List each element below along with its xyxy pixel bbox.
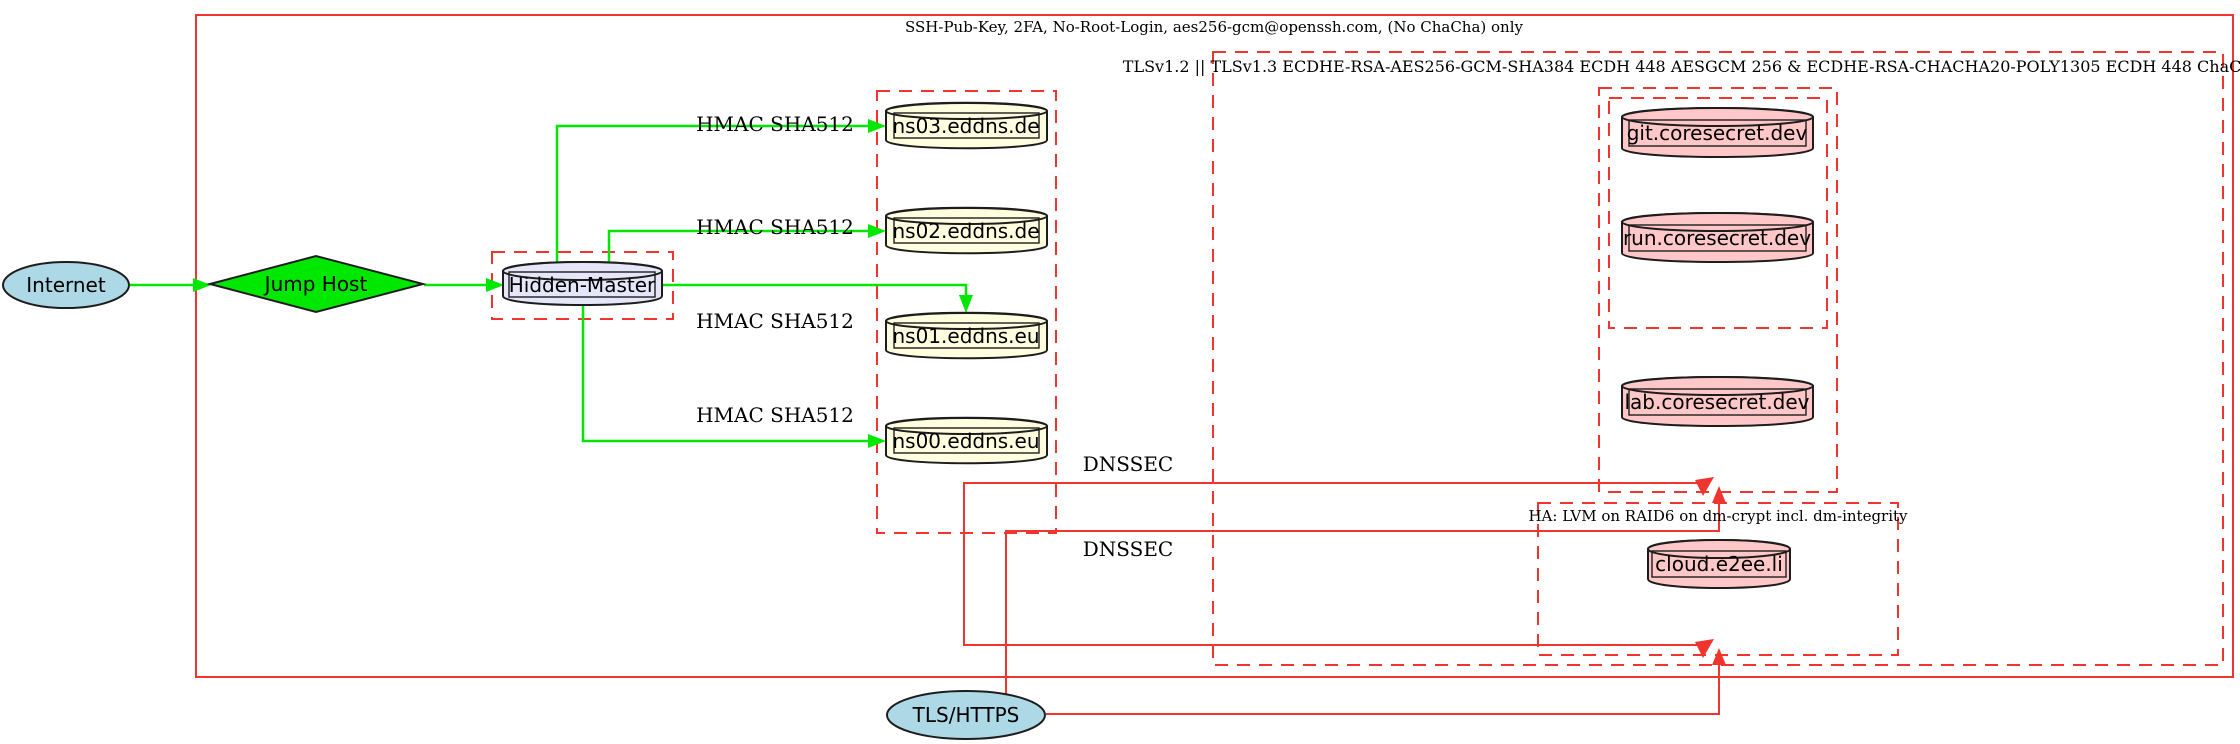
cluster-ha-label: HA: LVM on RAID6 on dm-crypt incl. dm-in… bbox=[1528, 507, 1908, 525]
edge-hm-ns02 bbox=[607, 229, 869, 262]
hidden-master-cylinder-top bbox=[502, 261, 663, 281]
ns00-label-box bbox=[893, 427, 1040, 454]
arrowhead-hiddenmaster bbox=[486, 278, 504, 292]
arrowhead-tls-coresecret bbox=[1712, 486, 1726, 503]
edge-label-dnssec-2: DNSSEC bbox=[1083, 537, 1174, 561]
tls-https-ellipse bbox=[886, 690, 1046, 740]
edge-hm-ns03 bbox=[555, 124, 869, 262]
node-tls-https: TLS/HTTPS bbox=[886, 690, 1046, 740]
node-ns00: ns00.eddns.eu bbox=[885, 416, 1048, 465]
git-label-box bbox=[1628, 119, 1807, 147]
ns02-label-box bbox=[893, 217, 1040, 244]
jump-host-label: Jump Host bbox=[263, 272, 368, 296]
run-cylinder-top bbox=[1621, 212, 1814, 232]
arrowhead-ns00 bbox=[868, 434, 886, 448]
jump-host-diamond bbox=[206, 254, 427, 314]
lab-cylinder-top bbox=[1621, 376, 1814, 396]
cloud-cylinder-top bbox=[1647, 539, 1791, 559]
ns01-cylinder-top bbox=[885, 312, 1048, 330]
arrowhead-tls-ha bbox=[1712, 648, 1726, 665]
ns03-label-box bbox=[893, 112, 1040, 139]
node-ns01: ns01.eddns.eu bbox=[885, 311, 1048, 360]
edge-label-dnssec-1: DNSSEC bbox=[1083, 452, 1174, 476]
arrowhead-dnssec-coresecret bbox=[1695, 477, 1714, 496]
run-label-box bbox=[1628, 224, 1807, 252]
internet-ellipse bbox=[2, 261, 130, 309]
node-run: run.coresecret.dev bbox=[1621, 212, 1814, 263]
node-ns02: ns02.eddns.de bbox=[885, 206, 1048, 255]
cluster-tls-label: TLSv1.2 || TLSv1.3 ECDHE-RSA-AES256-GCM-… bbox=[1123, 57, 2240, 76]
ns00-label: ns00.eddns.eu bbox=[892, 429, 1039, 453]
run-label: run.coresecret.dev bbox=[1623, 226, 1811, 250]
edge-tls-to-coresecret bbox=[1005, 502, 1720, 694]
edge-label-hmac-ns00: HMAC SHA512 bbox=[696, 403, 854, 427]
ns01-label: ns01.eddns.eu bbox=[892, 324, 1039, 348]
node-hidden-master: Hidden-Master bbox=[502, 261, 663, 306]
node-lab: lab.coresecret.dev bbox=[1621, 376, 1814, 427]
cloud-label: cloud.e2ee.li bbox=[1655, 552, 1783, 576]
arrowhead-dnssec-ha bbox=[1695, 639, 1714, 658]
cloud-label-box bbox=[1651, 550, 1787, 578]
git-cylinder-top bbox=[1621, 107, 1814, 127]
node-cloud: cloud.e2ee.li bbox=[1647, 539, 1791, 589]
ns01-label-box bbox=[893, 322, 1040, 349]
edge-label-hmac-ns01: HMAC SHA512 bbox=[696, 309, 854, 333]
cluster-coresecret-inner-border bbox=[1608, 97, 1828, 329]
cluster-ssh-border bbox=[195, 14, 2234, 678]
node-jump-host: Jump Host bbox=[206, 254, 427, 314]
edge-tls-to-ha bbox=[1046, 664, 1720, 715]
node-git: git.coresecret.dev bbox=[1621, 107, 1814, 158]
internet-label: Internet bbox=[26, 273, 106, 297]
edge-dnssec-trunk bbox=[963, 482, 1701, 646]
arrowhead-ns02 bbox=[868, 224, 886, 238]
arrowhead-jumphost bbox=[193, 278, 211, 292]
ns03-label: ns03.eddns.de bbox=[892, 114, 1039, 138]
arrowhead-ns01 bbox=[959, 295, 973, 313]
tls-https-label: TLS/HTTPS bbox=[912, 703, 1020, 727]
arrowhead-ns03 bbox=[868, 119, 886, 133]
hidden-master-label: Hidden-Master bbox=[509, 273, 656, 297]
cluster-ssh-label: SSH-Pub-Key, 2FA, No-Root-Login, aes256-… bbox=[905, 18, 1524, 36]
edge-hm-ns01 bbox=[662, 283, 968, 297]
ns02-cylinder-top bbox=[885, 207, 1048, 225]
node-internet: Internet bbox=[2, 261, 130, 309]
ns02-label: ns02.eddns.de bbox=[892, 219, 1039, 243]
ns03-cylinder-top bbox=[885, 102, 1048, 120]
git-label: git.coresecret.dev bbox=[1627, 121, 1808, 145]
edge-label-hmac-ns03: HMAC SHA512 bbox=[696, 112, 854, 136]
hidden-master-label-box bbox=[508, 271, 656, 298]
cluster-dns-border bbox=[876, 90, 1057, 534]
lab-label: lab.coresecret.dev bbox=[1624, 390, 1809, 414]
edge-label-hmac-ns02: HMAC SHA512 bbox=[696, 215, 854, 239]
lab-label-box bbox=[1628, 388, 1807, 416]
edge-hm-ns00 bbox=[581, 305, 869, 443]
node-ns03: ns03.eddns.de bbox=[885, 101, 1048, 150]
ns00-cylinder-top bbox=[885, 417, 1048, 435]
